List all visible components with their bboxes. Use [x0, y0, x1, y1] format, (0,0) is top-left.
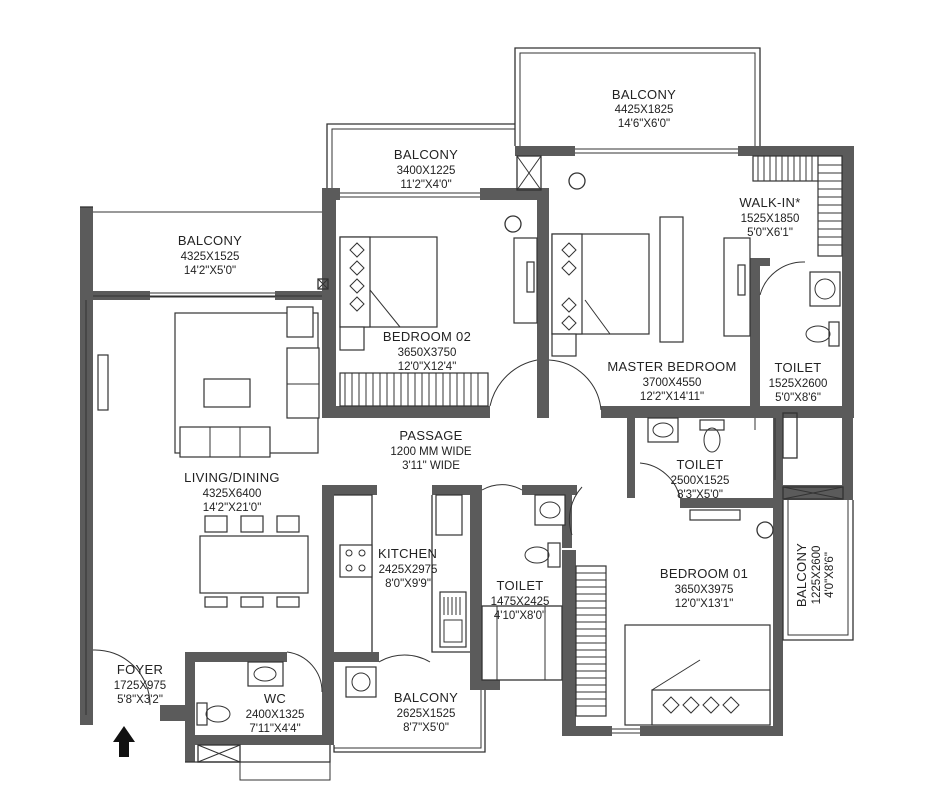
svg-text:3700X4550: 3700X4550 [643, 377, 702, 389]
svg-text:MASTER BEDROOM: MASTER BEDROOM [607, 359, 736, 374]
room-label-balcony-side: BALCONY 1225X2600 4'0"X8'6" [794, 543, 836, 607]
svg-text:3'11" WIDE: 3'11" WIDE [402, 460, 460, 472]
svg-text:BALCONY: BALCONY [794, 543, 809, 607]
svg-text:8'3"X5'0": 8'3"X5'0" [677, 489, 723, 501]
bed-icon [551, 216, 684, 357]
svg-text:LIVING/DINING: LIVING/DINING [184, 470, 280, 485]
svg-text:4'10"X8'0": 4'10"X8'0" [494, 610, 546, 622]
svg-text:14'2"X5'0": 14'2"X5'0" [184, 265, 236, 277]
svg-text:BALCONY: BALCONY [394, 690, 458, 705]
svg-text:BALCONY: BALCONY [612, 87, 676, 102]
svg-text:2425X2975: 2425X2975 [379, 564, 438, 576]
svg-text:TOILET: TOILET [774, 360, 821, 375]
walls [80, 146, 854, 762]
room-label-walk-in: WALK-IN* 1525X1850 5'0"X6'1" [739, 195, 800, 239]
svg-text:1200 MM WIDE: 1200 MM WIDE [390, 446, 471, 458]
svg-text:4425X1825: 4425X1825 [615, 104, 674, 116]
wardrobe-icon [752, 155, 843, 257]
balcony-railings [80, 47, 854, 781]
svg-text:1225X2600: 1225X2600 [811, 546, 823, 605]
svg-text:1475X2425: 1475X2425 [491, 596, 550, 608]
sink-icon [439, 591, 467, 648]
svg-text:TOILET: TOILET [676, 457, 723, 472]
wardrobe-icon [575, 565, 607, 717]
svg-text:3650X3975: 3650X3975 [675, 584, 734, 596]
room-label-toilet-mid: TOILET 2500X1525 8'3"X5'0" [671, 457, 730, 501]
toilet-icon [524, 542, 561, 568]
svg-text:BEDROOM 01: BEDROOM 01 [660, 566, 748, 581]
dining-table-icon [199, 515, 309, 608]
svg-text:11'2"X4'0": 11'2"X4'0" [400, 179, 451, 191]
svg-text:14'2"X21'0": 14'2"X21'0" [203, 502, 262, 514]
svg-text:FOYER: FOYER [117, 662, 163, 677]
bed-icon [339, 236, 438, 351]
washbasin-icon [247, 661, 284, 687]
svg-text:1725X975: 1725X975 [114, 680, 166, 692]
svg-text:5'8"X3'2": 5'8"X3'2" [117, 694, 163, 706]
svg-text:BALCONY: BALCONY [394, 147, 458, 162]
svg-text:4325X6400: 4325X6400 [203, 488, 262, 500]
svg-text:WC: WC [264, 691, 286, 706]
svg-text:2625X1525: 2625X1525 [397, 708, 456, 720]
room-label-living-dining: LIVING/DINING 4325X6400 14'2"X21'0" [184, 470, 280, 514]
svg-text:1525X2600: 1525X2600 [769, 378, 828, 390]
svg-text:PASSAGE: PASSAGE [399, 428, 462, 443]
staircase-hatch-icon [197, 155, 844, 763]
svg-text:WALK-IN*: WALK-IN* [739, 195, 800, 210]
svg-text:BALCONY: BALCONY [178, 233, 242, 248]
washing-machine-icon [345, 666, 377, 698]
room-label-balcony-bed2: BALCONY 3400X1225 11'2"X4'0" [394, 147, 458, 191]
stove-icon [339, 544, 373, 578]
room-label-balcony-living: BALCONY 4325X1525 14'2"X5'0" [178, 233, 242, 277]
washbasin-icon [534, 494, 566, 526]
svg-text:3650X3750: 3650X3750 [398, 347, 457, 359]
svg-text:4325X1525: 4325X1525 [181, 251, 240, 263]
room-label-master-bedroom: MASTER BEDROOM 3700X4550 12'2"X14'11" [607, 359, 736, 403]
svg-text:4'0"X8'6": 4'0"X8'6" [824, 552, 836, 598]
svg-text:12'0"X13'1": 12'0"X13'1" [675, 598, 734, 610]
room-label-wc: WC 2400X1325 7'11"X4'4" [246, 691, 305, 735]
room-label-kitchen: KITCHEN 2425X2975 8'0"X9'9" [378, 546, 437, 590]
room-label-bedroom-02: BEDROOM 02 3650X3750 12'0"X12'4" [383, 329, 471, 373]
room-label-balcony-kitchen: BALCONY 2625X1525 8'7"X5'0" [394, 690, 458, 734]
svg-text:BEDROOM 02: BEDROOM 02 [383, 329, 471, 344]
room-label-passage: PASSAGE 1200 MM WIDE 3'11" WIDE [390, 428, 471, 472]
svg-text:5'0"X6'1": 5'0"X6'1" [747, 227, 793, 239]
toilet-icon [805, 321, 840, 347]
svg-text:1525X1850: 1525X1850 [741, 213, 800, 225]
washbasin-icon [809, 271, 841, 307]
wardrobe-icon [723, 237, 751, 337]
svg-text:14'6"X6'0": 14'6"X6'0" [618, 118, 670, 130]
svg-text:12'2"X14'11": 12'2"X14'11" [640, 391, 704, 403]
room-label-toilet-master: TOILET 1525X2600 5'0"X8'6" [769, 360, 828, 404]
svg-text:5'0"X8'6": 5'0"X8'6" [775, 392, 821, 404]
room-label-bedroom-01: BEDROOM 01 3650X3975 12'0"X13'1" [660, 566, 748, 610]
room-label-balcony-top: BALCONY 4425X1825 14'6"X6'0" [612, 87, 676, 130]
wardrobe-icon [513, 237, 538, 324]
svg-text:8'7"X5'0": 8'7"X5'0" [403, 722, 449, 734]
svg-text:2400X1325: 2400X1325 [246, 709, 305, 721]
svg-text:KITCHEN: KITCHEN [378, 546, 437, 561]
entrance-arrow-icon [113, 726, 135, 757]
svg-text:7'11"X4'4": 7'11"X4'4" [249, 723, 300, 735]
room-label-toilet-small: TOILET 1475X2425 4'10"X8'0" [491, 578, 550, 622]
svg-text:3400X1225: 3400X1225 [397, 165, 456, 177]
door-swing-icon [92, 261, 806, 706]
bed-icon [624, 624, 771, 726]
svg-text:12'0"X12'4": 12'0"X12'4" [398, 361, 457, 373]
toilet-icon [196, 702, 231, 726]
room-label-foyer: FOYER 1725X975 5'8"X3'2" [114, 662, 166, 706]
svg-text:TOILET: TOILET [496, 578, 543, 593]
sofa-icon [174, 306, 320, 458]
wardrobe-icon [339, 372, 489, 407]
toilet-icon [699, 419, 725, 453]
washbasin-icon [647, 417, 679, 443]
svg-text:8'0"X9'9": 8'0"X9'9" [385, 578, 431, 590]
svg-text:2500X1525: 2500X1525 [671, 475, 730, 487]
